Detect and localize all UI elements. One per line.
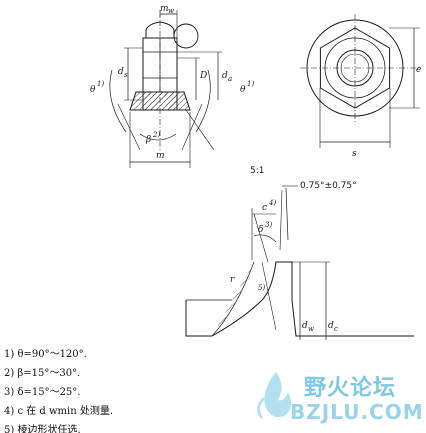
watermark: 野火论坛 BZJLU.COM [250,368,423,428]
label-c-sup: 4) [268,199,276,207]
label-ds-sub: s [124,71,128,79]
detail-view [185,185,414,340]
label-mw-sub: w [168,7,174,15]
label-theta-right: θ [240,85,246,95]
footnote-2: 2) β=15°～30°. [4,368,81,379]
footnote-4: 4) c 在 d wmin 处测量. [4,406,114,417]
label-beta: β [145,135,151,145]
label-da-sub: a [228,75,232,83]
label-c: c [262,203,267,213]
label-da: d [222,71,228,81]
bearing-circle [324,37,386,99]
label-D: D [199,71,207,81]
nut-section-hatch [142,91,178,111]
label-dw-sub: w [308,325,314,333]
flange-circle [306,19,404,117]
footnote-3: 3) δ=15°～25°. [4,387,81,398]
label-theta-right-sup: 1) [247,80,254,88]
label-angle-tolerance: 0.75°±0.75° [300,181,357,191]
footnote-5: 5) 棱边形状任选. [4,425,81,433]
label-e: e [416,65,421,75]
nut-side-view [109,10,222,168]
detail-circle [173,23,199,49]
watermark-flame-icon [257,372,292,419]
label-note5-mark: 5) [258,284,265,292]
label-beta-sup: 2) [152,131,160,139]
bore-circle [336,49,374,87]
label-dc: d [328,321,334,331]
label-r: r [230,275,235,285]
watermark-url: BZJLU.COM [290,400,424,424]
label-dw: d [302,321,308,331]
label-dc-sub: c [334,325,338,333]
label-mw: m [160,4,169,14]
footnote-1: 1) θ=90°～120°. [4,349,87,360]
nut-top-dome [145,21,175,39]
footnotes: 1) θ=90°～120°. 2) β=15°～30°. 3) δ=15°～25… [4,345,113,433]
label-delta-sup: 3) [265,221,272,229]
label-s: s [352,149,357,159]
label-scale: 5:1 [250,166,264,176]
label-theta-left: θ [90,85,96,95]
hex-outline [319,27,391,109]
label-ds: d [118,67,124,77]
label-theta-left-sup: 1) [97,80,104,88]
label-delta: δ [258,225,263,235]
watermark-text: 野火论坛 [304,376,397,401]
nut-top-view [300,14,420,148]
label-m: m [156,151,165,161]
